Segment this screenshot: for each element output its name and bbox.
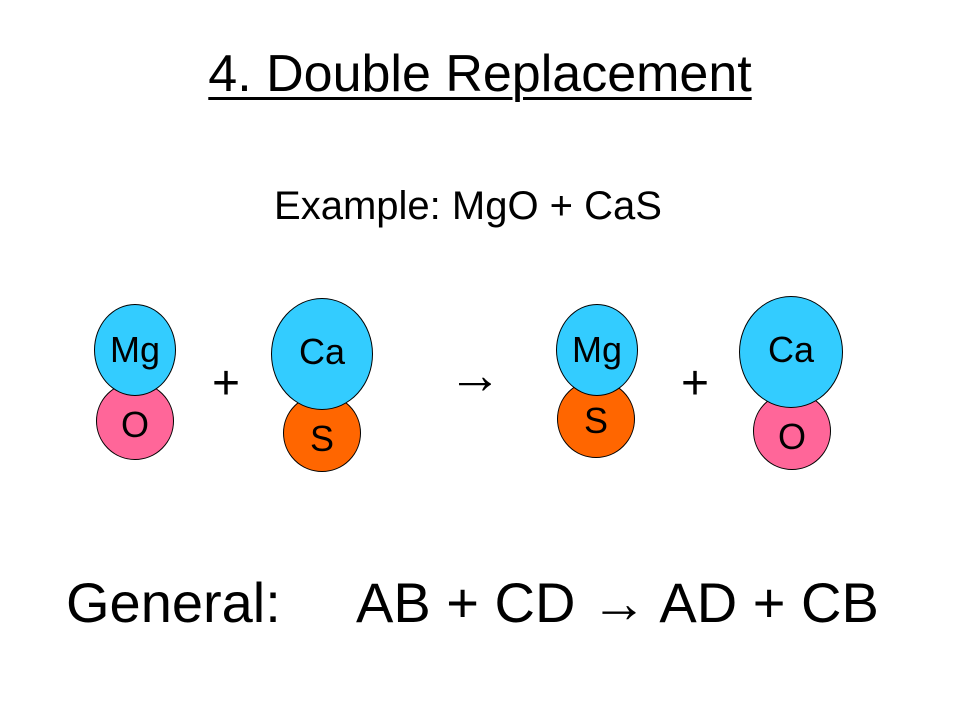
plus-sign: + (681, 357, 710, 410)
atom-ca-reactant: Ca (271, 298, 373, 410)
atom-label: S (583, 400, 608, 441)
atom-label: Mg (109, 329, 160, 370)
atom-label: Ca (298, 331, 346, 372)
example-equation: Example: MgO + CaS (274, 184, 662, 228)
general-equation: AB + CD → AD + CB (356, 571, 879, 634)
atom-label: S (309, 418, 334, 459)
slide-title-text: 4. Double Replacement (208, 45, 752, 103)
atom-label: Ca (767, 329, 815, 370)
reaction-arrow: → (448, 345, 502, 405)
slide-title: 4. Double Replacement (0, 38, 960, 110)
atom-mg-reactant: Mg (94, 304, 176, 396)
atom-label: Mg (571, 329, 622, 370)
general-label: General: (66, 571, 281, 634)
atom-label: O (777, 416, 806, 457)
plus-sign: + (212, 357, 241, 410)
atom-label: O (120, 404, 149, 445)
atom-mg-product: Mg (556, 304, 638, 396)
atom-ca-product: Ca (739, 296, 843, 408)
atom-s-product: S (557, 380, 635, 458)
